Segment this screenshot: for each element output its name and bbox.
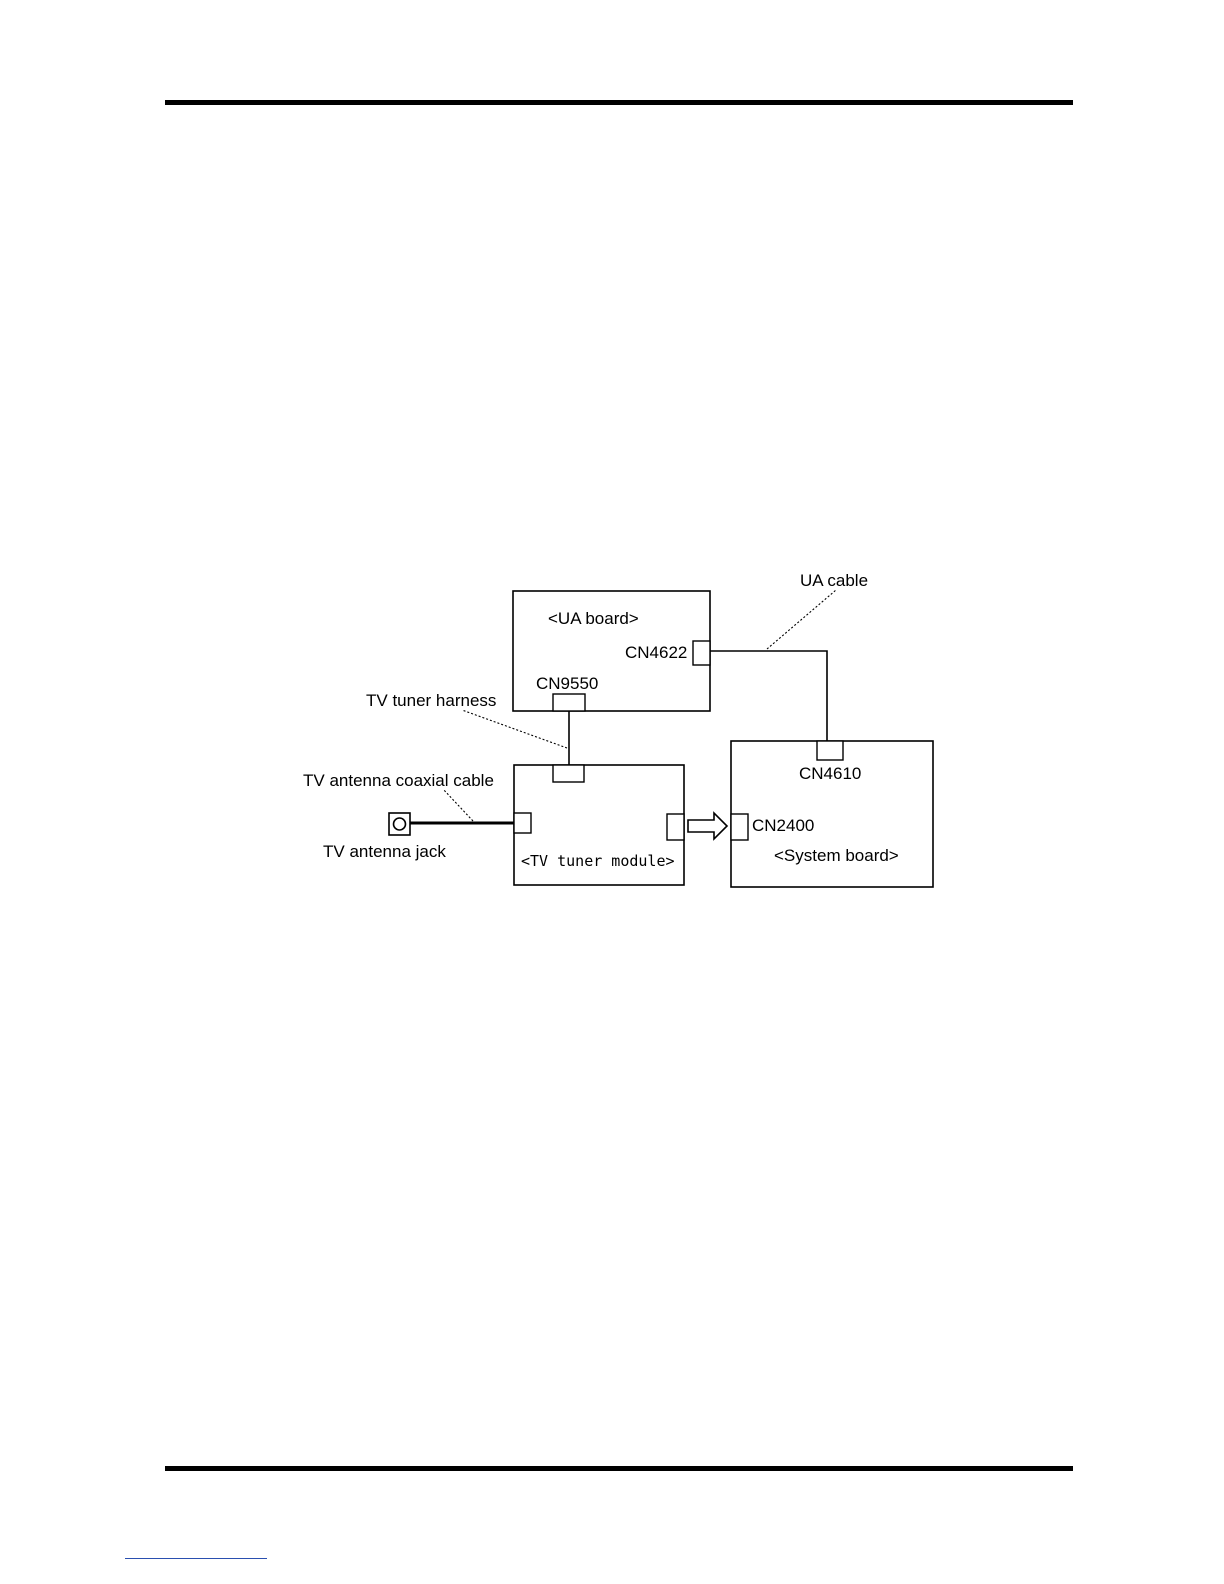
ua-cable-leader bbox=[767, 590, 836, 649]
ua-cable-label: UA cable bbox=[800, 571, 868, 590]
system-board-box bbox=[731, 741, 933, 887]
insert-arrow-icon bbox=[688, 813, 727, 839]
cn4610-label: CN4610 bbox=[799, 764, 861, 783]
tv-tuner-harness-leader bbox=[462, 710, 567, 748]
tv-antenna-jack-label: TV antenna jack bbox=[323, 842, 446, 861]
tv-antenna-jack-icon bbox=[394, 818, 406, 830]
cn4622-label: CN4622 bbox=[625, 643, 687, 662]
ua-cable-line bbox=[710, 651, 827, 741]
cn4622-connector bbox=[693, 641, 710, 665]
footer-rule bbox=[165, 1466, 1073, 1471]
tuner-output-connector bbox=[667, 814, 684, 840]
tv-tuner-module-label: <TV tuner module> bbox=[521, 852, 675, 870]
cn2400-label: CN2400 bbox=[752, 816, 814, 835]
tuner-harness-connector bbox=[553, 765, 584, 782]
tv-tuner-harness-label: TV tuner harness bbox=[366, 691, 496, 710]
cn9550-connector bbox=[553, 694, 585, 711]
cn9550-label: CN9550 bbox=[536, 674, 598, 693]
tv-antenna-coaxial-cable-label: TV antenna coaxial cable bbox=[303, 771, 494, 790]
tuner-antenna-connector bbox=[514, 813, 531, 833]
system-board-label: <System board> bbox=[774, 846, 899, 865]
footnote-separator bbox=[125, 1558, 267, 1559]
tv-antenna-coaxial-cable-leader bbox=[443, 789, 473, 821]
cn4610-connector bbox=[817, 741, 843, 760]
ua-board-label: <UA board> bbox=[548, 609, 639, 628]
tv-antenna-jack-box bbox=[389, 813, 410, 835]
cn2400-connector bbox=[731, 814, 748, 840]
